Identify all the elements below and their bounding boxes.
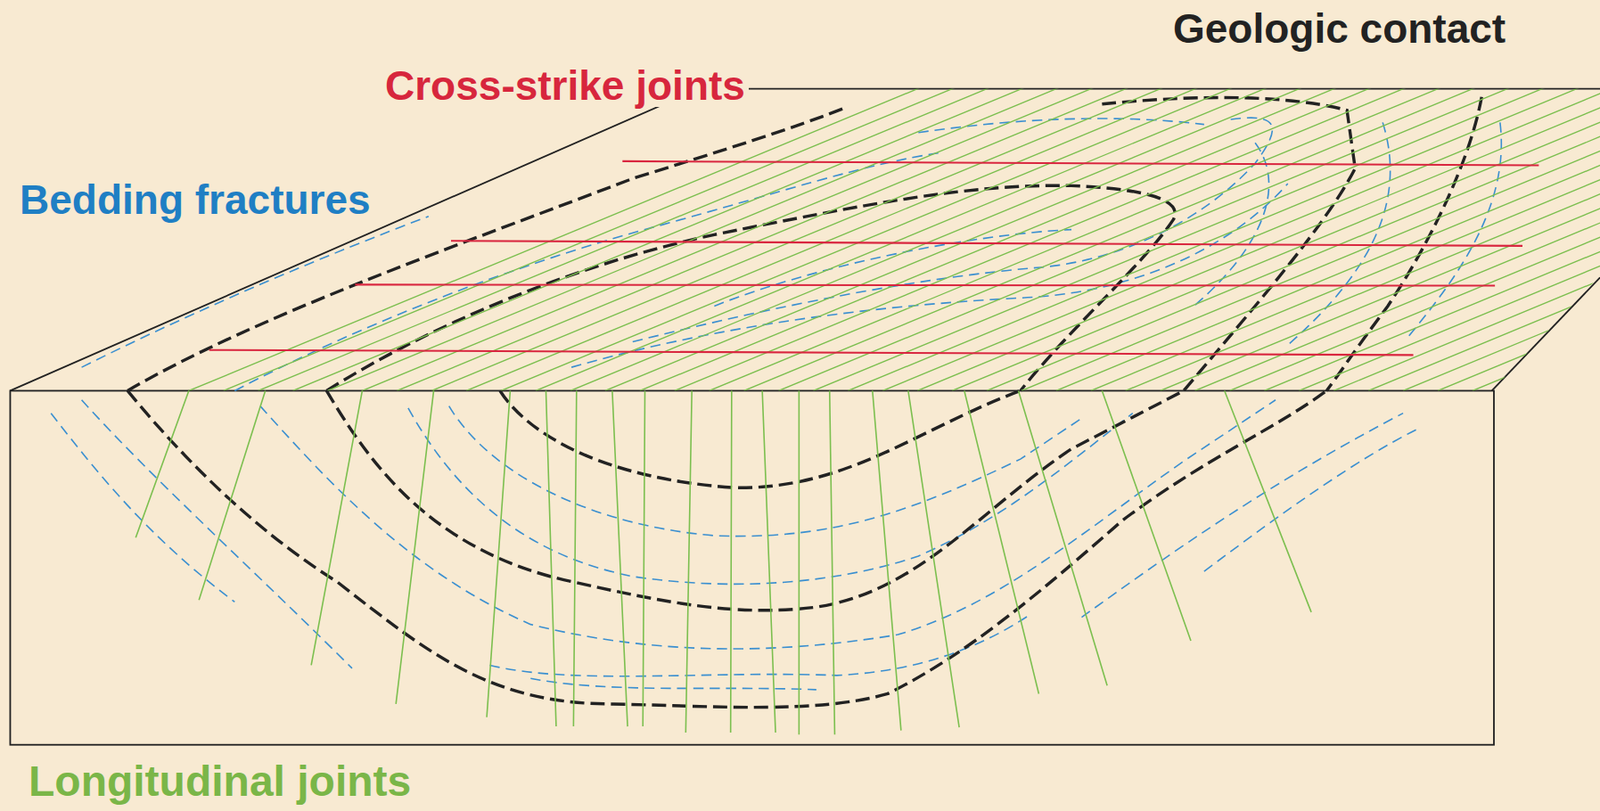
geology-label: Longitudinal joints xyxy=(24,759,415,805)
block-outline xyxy=(9,89,1600,746)
side-edge xyxy=(1492,277,1600,391)
front-face xyxy=(9,390,1494,745)
top-edge xyxy=(9,89,1600,392)
geology-label: Cross-strike joints xyxy=(381,64,749,107)
block-illustration xyxy=(9,9,1600,745)
longitudinal-joints-top xyxy=(188,9,1600,391)
longitudinal-joints-front xyxy=(135,390,1312,735)
cross-strike-joints xyxy=(209,161,1540,356)
geology-label: Bedding fractures xyxy=(16,178,375,222)
geology-label: Geologic contact xyxy=(1169,7,1510,50)
